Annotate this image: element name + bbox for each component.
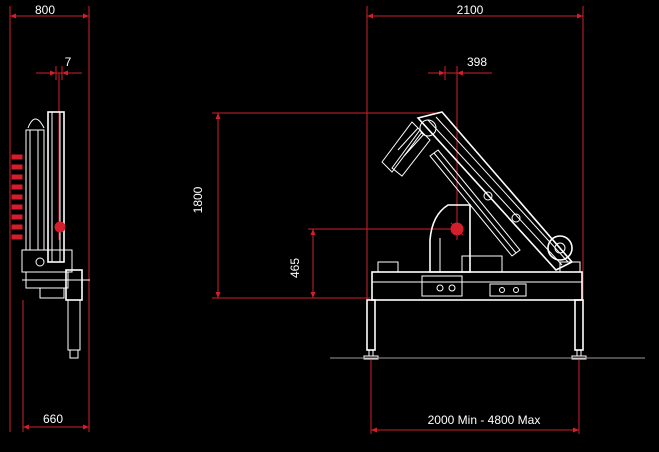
crane-front-silhouette <box>363 111 587 360</box>
dim-label-stabilizer-span: 2000 Min - 4800 Max <box>428 413 541 427</box>
dim-label-800: 800 <box>35 3 55 17</box>
side-hydraulic-marks <box>11 154 66 240</box>
dim-overall-width-front: 2100 <box>366 3 584 300</box>
pivot-marker <box>450 222 464 236</box>
dim-base-width-side: 660 <box>22 300 89 432</box>
side-view: 800 7 <box>9 3 90 432</box>
dim-column-offset: 398 <box>428 55 492 240</box>
front-view: 2100 398 1800 465 <box>191 3 645 434</box>
dim-label-7: 7 <box>65 55 72 69</box>
dim-stabilizer-span: 2000 Min - 4800 Max <box>370 360 580 434</box>
dim-label-398: 398 <box>467 55 487 69</box>
dim-label-465: 465 <box>288 258 302 278</box>
dim-label-660: 660 <box>43 412 63 426</box>
dim-pivot-height: 465 <box>288 228 460 298</box>
crane-side-silhouette <box>21 111 90 359</box>
dim-label-1800: 1800 <box>191 186 205 213</box>
dim-overall-width-side: 800 <box>9 3 90 26</box>
dim-total-height: 1800 <box>191 112 440 299</box>
dim-label-2100: 2100 <box>457 3 484 17</box>
